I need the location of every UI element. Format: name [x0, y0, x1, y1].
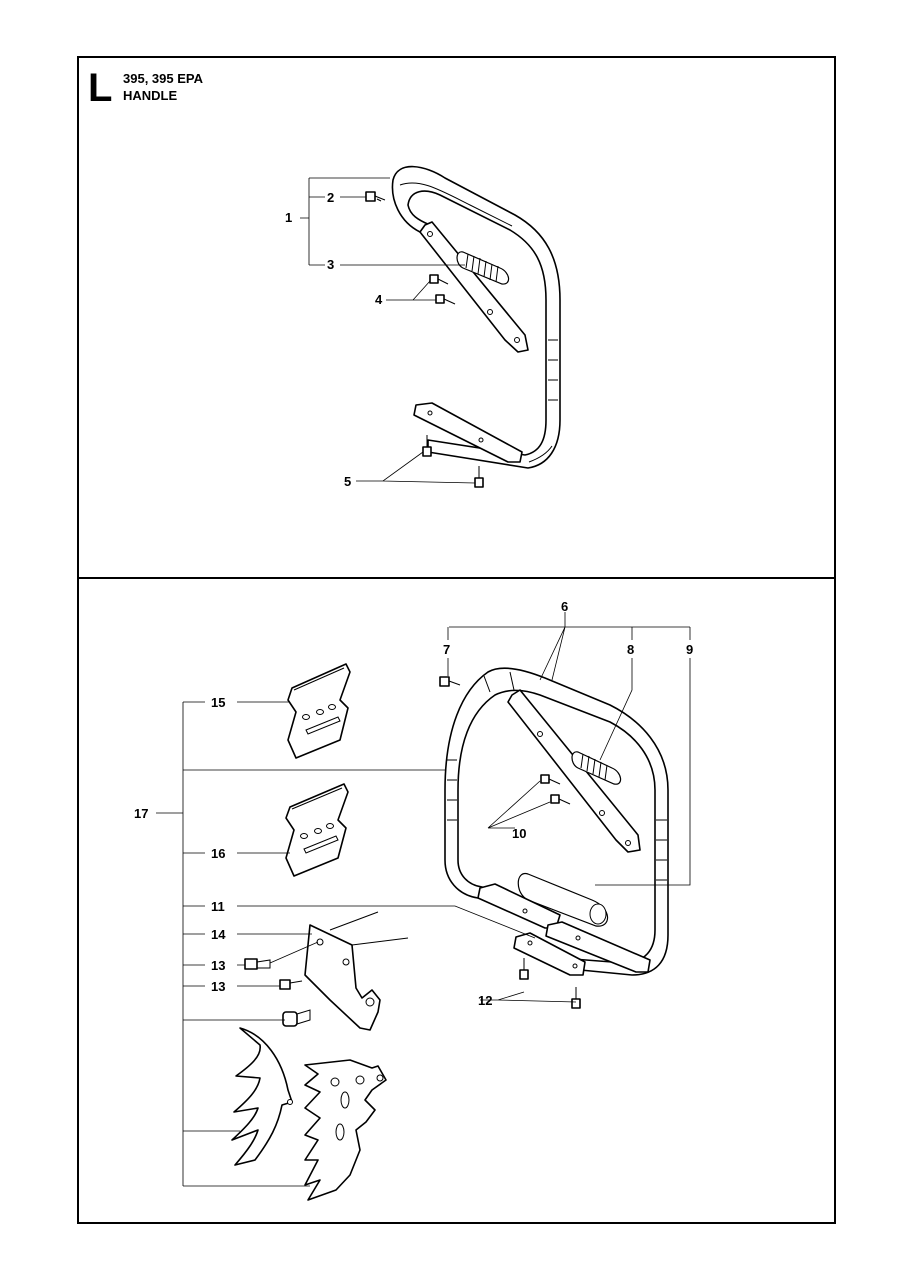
callout-5: 5 [344, 474, 351, 489]
callout-12: 12 [478, 993, 492, 1008]
bottom-panel-frame [77, 577, 836, 1224]
callout-14: 14 [211, 927, 226, 942]
callout-4: 4 [375, 292, 383, 307]
callout-13a: 13 [211, 958, 225, 973]
section-title: HANDLE [123, 88, 177, 103]
guide-plate-16 [285, 783, 349, 877]
grip-sleeve-top [456, 251, 510, 285]
callout-11: 11 [211, 899, 225, 914]
screw-4b [435, 294, 456, 305]
bumper-spike-outer [304, 1059, 387, 1201]
callout-7: 7 [443, 642, 450, 657]
callout-2: 2 [327, 190, 334, 205]
callout-6: 6 [561, 599, 568, 614]
screw-5a [422, 435, 432, 457]
screw-13b [279, 979, 303, 990]
model-label: 395, 395 EPA [123, 71, 204, 86]
callout-15: 15 [211, 695, 225, 710]
screw-7 [439, 676, 461, 687]
screw-5b [474, 466, 484, 488]
grip-sleeve-bottom [571, 751, 622, 785]
front-handle-top [391, 165, 561, 469]
callout-3: 3 [327, 257, 334, 272]
guide-plate-15 [287, 663, 351, 759]
bumper-spike-inner [231, 1027, 293, 1166]
section-letter: L [88, 66, 112, 110]
callout-17: 17 [134, 806, 148, 821]
callout-13b: 13 [211, 979, 225, 994]
callout-9: 9 [686, 642, 693, 657]
screw-4a [429, 274, 449, 285]
screw-12b [571, 987, 581, 1009]
bracket-14 [304, 911, 409, 1031]
top-panel-frame [77, 56, 836, 579]
screw-2 [365, 191, 386, 202]
screw-10a [540, 774, 561, 785]
screw-13a [244, 958, 271, 970]
screw-large [282, 1009, 311, 1027]
callout-8: 8 [627, 642, 634, 657]
front-handle-bottom [444, 667, 669, 976]
screw-10b [550, 794, 571, 805]
callout-10: 10 [512, 826, 526, 841]
callout-1: 1 [285, 210, 292, 225]
callout-16: 16 [211, 846, 225, 861]
screw-12a [519, 958, 529, 980]
